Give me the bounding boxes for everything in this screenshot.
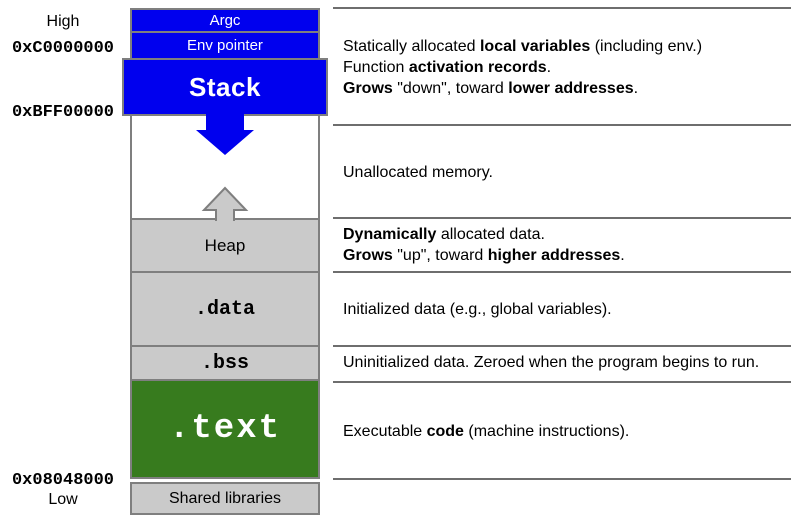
address-label-0x08048000: 0x08048000: [11, 471, 115, 490]
segment-env-pointer: Env pointer: [130, 31, 320, 60]
description-stack: Statically allocated local variables (in…: [343, 38, 703, 97]
segment-heap-label: Heap: [204, 235, 246, 255]
segment-shared-libraries: Shared libraries: [130, 482, 320, 515]
low-address-label: Low: [48, 491, 78, 508]
segment-bss-label: .bss: [200, 351, 249, 375]
section-divider: [333, 271, 791, 273]
description-text: Executable code (machine instructions).: [343, 423, 630, 440]
segment-argc: Argc: [130, 8, 320, 33]
segment-text: .text: [130, 379, 320, 479]
address-label-0xBFF00000: 0xBFF00000: [11, 103, 115, 122]
section-divider: [333, 345, 791, 347]
description-data: Initialized data (e.g., global variables…: [343, 301, 612, 318]
section-divider: [333, 7, 791, 9]
segment-argc-label: Argc: [209, 12, 241, 29]
segment-text-label: .text: [168, 410, 282, 448]
description-heap: Dynamically allocated data.Grows "up", t…: [343, 226, 625, 264]
segment-stack-label: Stack: [189, 71, 261, 102]
description-unallocated: Unallocated memory.: [343, 164, 493, 181]
segment-bss: .bss: [130, 345, 320, 381]
segment-heap: Heap: [130, 218, 320, 273]
segment-data-label: .data: [194, 297, 255, 321]
section-divider: [333, 124, 791, 126]
segment-unallocated: [130, 116, 320, 220]
high-address-label: High: [46, 13, 80, 30]
section-divider: [333, 478, 791, 480]
segment-env-pointer-label: Env pointer: [187, 37, 263, 54]
description-bss: Uninitialized data. Zeroed when the prog…: [343, 354, 760, 371]
segment-data: .data: [130, 271, 320, 347]
section-divider: [333, 381, 791, 383]
section-divider: [333, 217, 791, 219]
segment-shared-libraries-label: Shared libraries: [168, 489, 282, 507]
address-label-0xC0000000: 0xC0000000: [11, 39, 115, 58]
segment-stack: Stack: [122, 58, 328, 116]
